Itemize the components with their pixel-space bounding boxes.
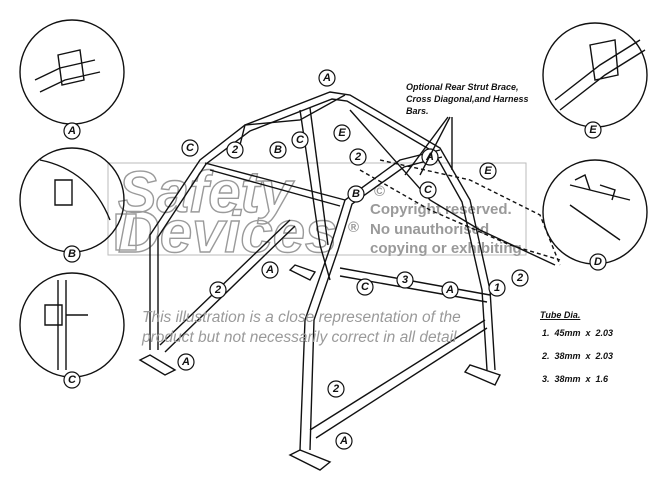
svg-text:B: B [274, 144, 282, 156]
watermark-registered-symbol: ® [348, 219, 359, 236]
callout: A [261, 261, 279, 279]
inset-detail-e [542, 22, 648, 128]
callout: C [356, 278, 374, 296]
svg-text:2: 2 [516, 272, 523, 284]
svg-text:C: C [361, 281, 370, 293]
svg-text:A: A [265, 264, 274, 276]
optional-note-line3: Bars. [406, 106, 429, 116]
svg-text:D: D [594, 256, 602, 268]
svg-text:A: A [67, 125, 76, 137]
svg-text:2: 2 [214, 284, 221, 296]
tube-dia-row: 3. 38mm x 1.6 [542, 374, 609, 384]
watermark-copyright-symbol: © [374, 183, 385, 200]
svg-text:A: A [181, 356, 190, 368]
callout: A [441, 281, 459, 299]
callout: A [318, 69, 336, 87]
optional-note-line2: Cross Diagonal,and Harness [406, 94, 529, 104]
tube-diameter-table: Tube Dia. 1. 45mm x 2.03 2. 38mm x 2.03 … [540, 310, 613, 397]
tube-dia-title: Tube Dia. [540, 310, 581, 320]
watermark-safety: Safety [118, 160, 295, 225]
callout: 1 [488, 279, 506, 297]
callout: C [291, 131, 309, 149]
callout: 2 [327, 380, 345, 398]
svg-text:A: A [339, 435, 348, 447]
svg-text:B: B [352, 188, 360, 200]
svg-text:2: 2 [354, 151, 361, 163]
callout: B [269, 141, 287, 159]
callout: E [479, 162, 497, 180]
svg-text:2: 2 [332, 383, 339, 395]
svg-text:2: 2 [231, 144, 238, 156]
callout: 2 [349, 148, 367, 166]
disclaimer-line2: product but not necessarily correct in a… [141, 329, 457, 346]
callout: E [333, 124, 351, 142]
svg-text:C: C [186, 142, 195, 154]
watermark-block [115, 213, 137, 251]
svg-text:E: E [589, 124, 597, 136]
watermark-line3: copying or exhibiting [370, 240, 522, 257]
inset-label-a: A [63, 122, 81, 140]
inset-detail-a [19, 19, 125, 125]
note-leader-lines [404, 116, 453, 176]
callout: C [419, 181, 437, 199]
svg-text:E: E [484, 165, 492, 177]
svg-text:E: E [338, 127, 346, 139]
inset-label-d: D [589, 253, 607, 271]
svg-text:A: A [445, 284, 454, 296]
svg-text:A: A [322, 72, 331, 84]
roll-cage-tubes [138, 91, 561, 471]
tube-dia-row: 2. 38mm x 2.03 [542, 351, 614, 361]
inset-label-e: E [584, 121, 602, 139]
svg-text:C: C [68, 374, 77, 386]
watermark-line1: Copyright reserved. [370, 201, 512, 218]
callout: 2 [226, 141, 244, 159]
svg-text:C: C [296, 134, 305, 146]
optional-note-line1: Optional Rear Strut Brace, [406, 82, 519, 92]
callout: B [347, 185, 365, 203]
inset-detail-b [19, 147, 125, 253]
callout: A [335, 432, 353, 450]
svg-text:C: C [424, 184, 433, 196]
svg-text:3: 3 [402, 274, 408, 286]
inset-detail-d [542, 159, 648, 265]
callout: 2 [209, 281, 227, 299]
callout: C [181, 139, 199, 157]
watermark-devices: Devices [118, 200, 337, 265]
inset-detail-c [19, 272, 125, 378]
callout: 3 [396, 271, 414, 289]
callout: 2 [511, 269, 529, 287]
inset-label-c: C [63, 371, 81, 389]
svg-text:1: 1 [494, 282, 500, 294]
disclaimer-line1: This illustration is a close representat… [142, 309, 461, 326]
callout: A [177, 353, 195, 371]
svg-text:B: B [68, 248, 76, 260]
watermark-line2: No unauthorised [370, 221, 489, 238]
tube-dia-row: 1. 45mm x 2.03 [542, 328, 614, 338]
inset-label-b: B [63, 245, 81, 263]
